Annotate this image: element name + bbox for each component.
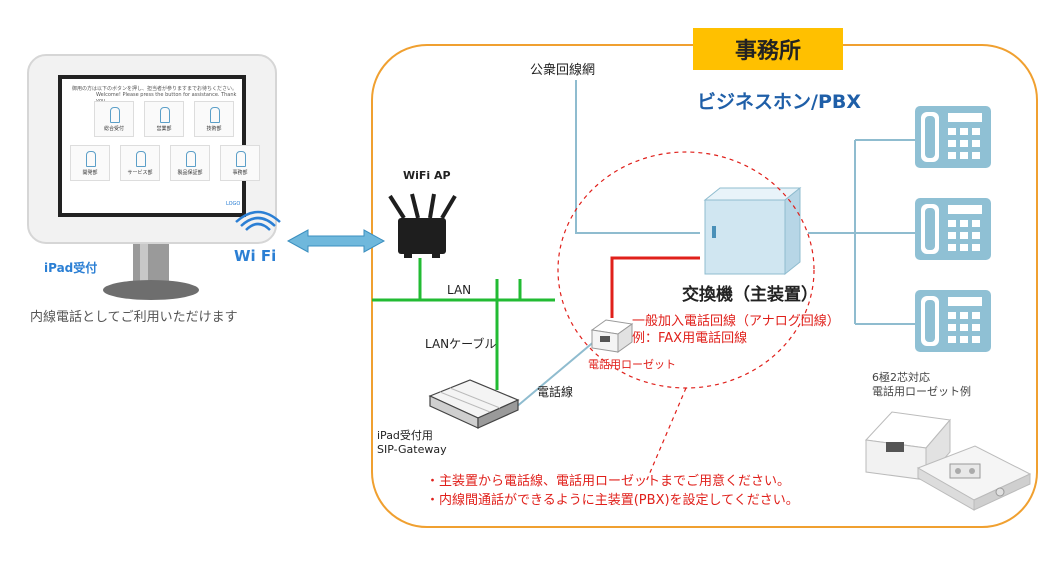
kiosk-button-7[interactable]: 事務部 — [220, 145, 260, 181]
note-line-1: ・主装置から電話線、電話用ローゼットまでご用意ください。 — [426, 474, 791, 489]
kiosk-button-label: 総合受付 — [103, 126, 124, 132]
public-network-label: 公衆回線網 — [530, 63, 596, 78]
person-icon — [160, 107, 170, 123]
rosette-example-image — [864, 411, 1032, 511]
phone-icons — [915, 106, 991, 352]
person-icon — [136, 151, 146, 167]
phone-rosette-label: 電話用ローゼット — [588, 358, 676, 371]
extension-lines — [808, 139, 915, 325]
kiosk-button-label: 製品保証部 — [177, 170, 203, 176]
public-network-line — [575, 80, 700, 234]
person-icon — [110, 107, 120, 123]
person-icon — [186, 151, 196, 167]
extension-note: 内線電話としてご利用いただけます — [30, 310, 238, 325]
kiosk-screen-content: 御用の方は以下のボタンを押し、担当者が参りますまでお待ちください。 Welcom… — [62, 79, 260, 213]
wireless-link-arrow — [286, 229, 386, 253]
wifi-label: Wi Fi — [234, 247, 277, 265]
person-icon — [86, 151, 96, 167]
analog-line-example: 例：FAX用電話回線 — [632, 331, 748, 346]
phone-line — [514, 339, 597, 409]
rosette-example-label-1: 6極2芯対応 — [872, 371, 930, 384]
kiosk-button-2[interactable]: 営業部 — [144, 101, 184, 137]
lan-network — [372, 258, 555, 390]
pbx-exchange-box — [703, 186, 802, 276]
kiosk-button-5[interactable]: サービス部 — [120, 145, 160, 181]
note-line-2: ・内線間通話ができるように主装置(PBX)を設定してください。 — [426, 493, 799, 508]
wifi-icon — [235, 210, 281, 231]
kiosk-header-1: 御用の方は以下のボタンを押し、担当者が参りますまでお待ちください。 — [72, 86, 238, 92]
exchange-label: 交換機（主装置） — [682, 285, 818, 305]
rosette-example-label-2: 電話用ローゼット例 — [872, 385, 971, 398]
analog-line-label: 一般加入電話回線（アナログ回線） — [632, 314, 840, 329]
wifi-ap-label: WiFi AP — [403, 169, 451, 182]
kiosk-logo: LOGO — [226, 201, 241, 207]
person-icon — [210, 107, 220, 123]
pbx-title: ビジネスホン/PBX — [697, 91, 861, 113]
kiosk-button-4[interactable]: 開発部 — [70, 145, 110, 181]
desk-phone-icon — [915, 290, 991, 352]
note-pointer — [645, 387, 687, 483]
kiosk-button-1[interactable]: 総合受付 — [94, 101, 134, 137]
gateway-label-2: SIP-Gateway — [377, 443, 447, 456]
phone-line-label: 電話線 — [537, 385, 574, 399]
desk-phone-icon — [915, 106, 991, 168]
kiosk-button-label: 営業部 — [156, 126, 172, 132]
kiosk-button-label: 開発部 — [82, 170, 98, 176]
kiosk-button-3[interactable]: 技術部 — [194, 101, 234, 137]
gateway-label-1: iPad受付用 — [377, 429, 433, 442]
lan-cable-label: LANケーブル — [425, 337, 497, 351]
office-title: 事務所 — [693, 28, 843, 70]
ipad-reception-label: iPad受付 — [44, 261, 98, 275]
sip-gateway-device — [428, 379, 520, 429]
analog-line — [610, 256, 700, 318]
kiosk-button-label: 事務部 — [232, 170, 248, 176]
person-icon — [236, 151, 246, 167]
desk-phone-icon — [915, 198, 991, 260]
wifi-ap-router — [388, 193, 457, 258]
kiosk-button-label: 技術部 — [206, 126, 222, 132]
kiosk-button-label: サービス部 — [127, 170, 153, 176]
lan-label: LAN — [447, 283, 472, 297]
kiosk-base — [103, 280, 199, 300]
kiosk-button-6[interactable]: 製品保証部 — [170, 145, 210, 181]
phone-rosette — [590, 319, 634, 353]
